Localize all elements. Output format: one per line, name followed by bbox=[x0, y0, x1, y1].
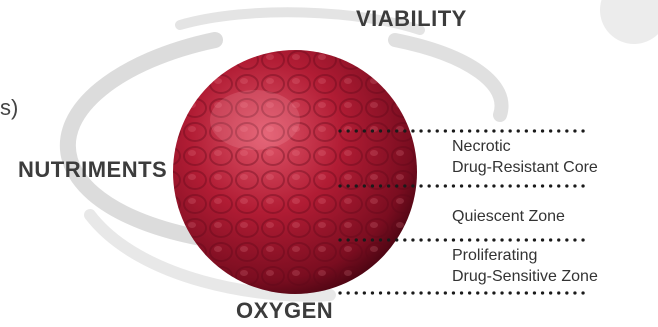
grey-circle bbox=[600, 0, 658, 44]
quiescent-zone-label: Quiescent Zone bbox=[452, 206, 565, 227]
oxygen-label: OXYGEN bbox=[236, 298, 333, 324]
proliferating-zone-label: Proliferating Drug-Sensitive Zone bbox=[452, 245, 598, 287]
nutriments-label: NUTRIMENTS bbox=[18, 157, 167, 183]
necrotic-zone-label: Necrotic Drug-Resistant Core bbox=[452, 136, 598, 178]
spheroid bbox=[173, 50, 417, 294]
cropped-text-fragment: s) bbox=[0, 95, 18, 121]
necrotic-line-2: Drug-Resistant Core bbox=[452, 157, 598, 178]
necrotic-line-1: Necrotic bbox=[452, 136, 598, 157]
proliferating-line-2: Drug-Sensitive Zone bbox=[452, 266, 598, 287]
viability-label: VIABILITY bbox=[356, 6, 467, 32]
proliferating-line-1: Proliferating bbox=[452, 245, 598, 266]
